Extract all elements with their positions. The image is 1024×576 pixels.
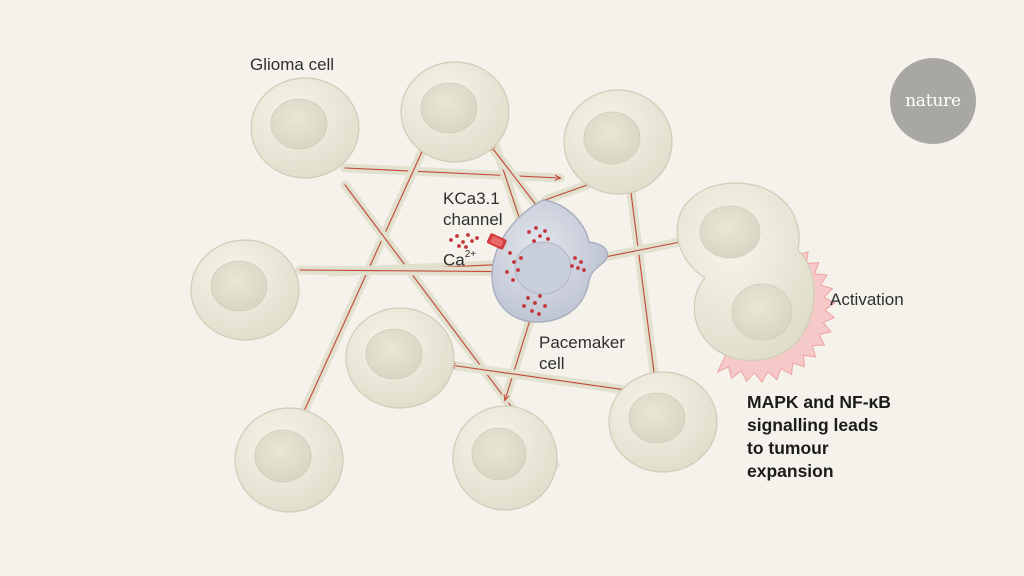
nature-logo-text: nature xyxy=(905,91,961,111)
kca-label-line1: KCa3.1 xyxy=(443,189,500,208)
pacemaker-label-line2: cell xyxy=(539,354,565,373)
glioma-cell-label: Glioma cell xyxy=(250,55,335,74)
activated-glioma-cell xyxy=(676,182,815,362)
calcium-label-text: Ca xyxy=(443,250,465,270)
glioma-cell xyxy=(234,407,344,513)
activation-label: Activation xyxy=(830,290,904,309)
outcome-line1: MAPK and NF-κB xyxy=(747,392,891,412)
glioma-cell xyxy=(400,61,510,163)
signal-arrow-icon xyxy=(599,240,690,259)
signal-arrow-icon xyxy=(544,184,588,201)
calcium-charge: 2+ xyxy=(464,249,477,260)
signal-arrow-icon xyxy=(490,145,541,211)
calcium-label: Ca2+ xyxy=(443,246,476,271)
kca-label-line2: channel xyxy=(443,210,503,229)
outcome-line3: to tumour xyxy=(747,438,829,458)
outcome-line2: signalling leads xyxy=(747,415,879,435)
signal-arrow-icon xyxy=(505,319,531,400)
glioma-cell xyxy=(563,89,673,195)
kca3.1-channel-icon xyxy=(486,233,507,250)
pacemaker-cell-label: Pacemaker cell xyxy=(539,332,625,374)
glioma-cell xyxy=(345,307,455,409)
glioma-cell xyxy=(452,405,558,511)
glioma-cells xyxy=(190,61,815,513)
signalling-outcome-text: MAPK and NF-κB signalling leads to tumou… xyxy=(747,391,891,483)
nature-logo: nature xyxy=(890,58,976,144)
signal-arrow-icon xyxy=(344,167,560,178)
pacemaker-label-line1: Pacemaker xyxy=(539,333,625,352)
calcium-particles-icon xyxy=(449,226,586,316)
signal-arrow-icon xyxy=(629,184,655,380)
glioma-cell xyxy=(190,239,300,341)
signal-arrow-icon xyxy=(450,365,641,393)
outcome-line4: expansion xyxy=(747,461,834,481)
kca-channel-label: KCa3.1 channel xyxy=(443,188,503,230)
pacemaker-cell-shape xyxy=(491,199,608,323)
signal-arrow-icon xyxy=(300,144,426,420)
glioma-cell xyxy=(608,371,718,473)
glioma-cell xyxy=(250,77,360,179)
